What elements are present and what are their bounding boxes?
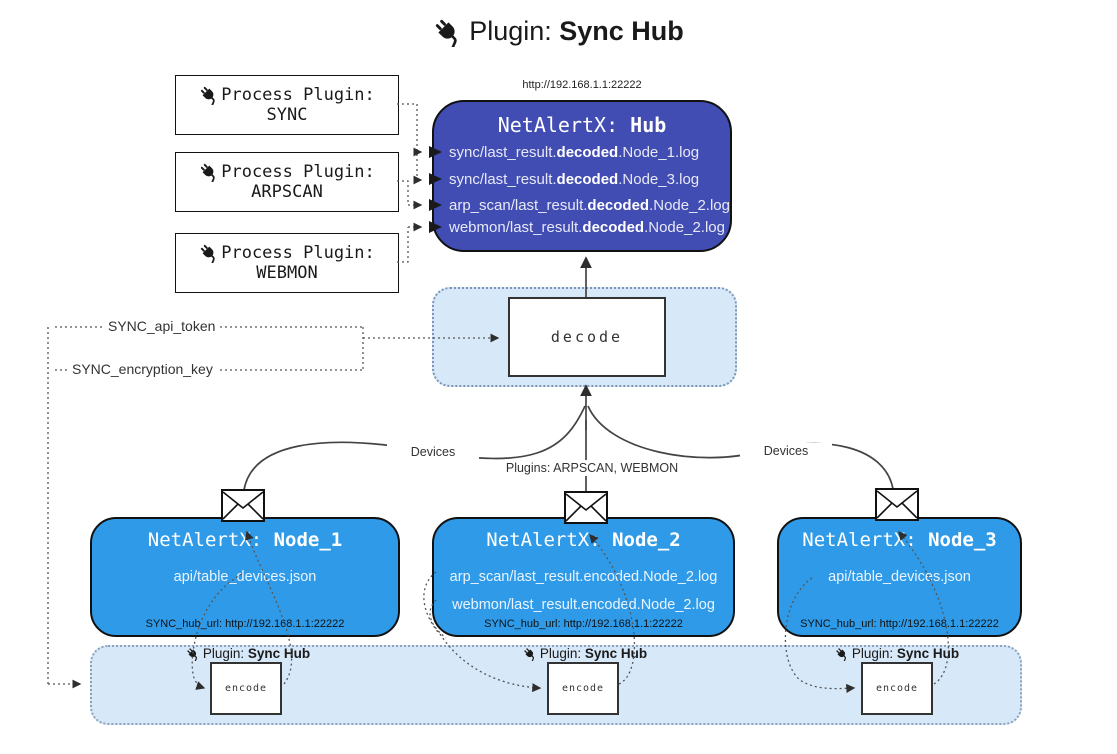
node-box-1: NetAlertX: Node_1 api/table_devices.json… (90, 517, 400, 637)
node-files: api/table_devices.json (92, 563, 398, 591)
node-hub-url: SYNC_hub_url: http://192.168.1.1:22222 (145, 618, 345, 630)
node-box-3: NetAlertX: Node_3 api/table_devices.json… (777, 517, 1022, 637)
process-plugin-name: SYNC (266, 105, 308, 125)
plug-icon (199, 243, 219, 263)
process-plugin-box-sync: Process Plugin: SYNC (175, 75, 399, 135)
node-hub-url: SYNC_hub_url: http://192.168.1.1:22222 (800, 618, 999, 630)
plug-icon (199, 162, 219, 182)
encode-box: encode (861, 662, 933, 715)
node-file: api/table_devices.json (828, 569, 971, 585)
encode-box: encode (547, 662, 619, 715)
mail-icon (221, 489, 265, 522)
process-plugin-box-webmon: Process Plugin: WEBMON (175, 233, 399, 293)
node-hub-url: SYNC_hub_url: http://192.168.1.1:22222 (484, 618, 683, 630)
node-file: webmon/last_result.encoded.Node_2.log (452, 597, 715, 613)
node-title: NetAlertX: Node_2 (486, 529, 681, 551)
hub-title: NetAlertX: Hub (497, 113, 667, 137)
edge-label-devices-left: Devices (387, 444, 479, 460)
plug-icon (835, 647, 849, 661)
page-title: Plugin: Sync Hub (0, 16, 1117, 47)
node-file: api/table_devices.json (173, 569, 317, 585)
sync-api-token-label: SYNC_api_token (103, 318, 221, 334)
hub-log-line: webmon/last_result.decoded.Node_2.log (449, 219, 725, 236)
hub-url: http://192.168.1.1:22222 (522, 79, 642, 91)
encode-section-label-text: Plugin: Sync Hub (202, 646, 311, 661)
plug-icon (199, 85, 219, 105)
plug-icon (433, 17, 463, 47)
mail-icon (875, 488, 919, 521)
encode-box: encode (210, 662, 282, 715)
edge-label-plugins: Plugins: ARPSCAN, WEBMON (496, 460, 688, 476)
node-files: api/table_devices.json (779, 563, 1020, 591)
hub-box: NetAlertX: Hub sync/last_result.decoded.… (432, 100, 732, 252)
process-plugin-name: ARPSCAN (251, 182, 323, 202)
plug-icon (186, 647, 200, 661)
plug-icon (523, 647, 537, 661)
hub-log-line: sync/last_result.decoded.Node_1.log (449, 144, 700, 161)
mail-icon (564, 491, 608, 524)
encode-section-label: Plugin: Sync Hub (515, 646, 655, 661)
node-title: NetAlertX: Node_3 (802, 529, 997, 551)
edge-label-devices-right: Devices (740, 443, 832, 459)
node-box-2: NetAlertX: Node_2 arp_scan/last_result.e… (432, 517, 735, 637)
process-plugin-name: WEBMON (256, 263, 318, 283)
process-plugin-box-arpscan: Process Plugin: ARPSCAN (175, 152, 399, 212)
encode-section-label-text: Plugin: Sync Hub (539, 646, 648, 661)
process-plugin-label: Process Plugin: (221, 243, 375, 263)
process-plugin-label: Process Plugin: (221, 85, 375, 105)
hub-log-line: arp_scan/last_result.decoded.Node_2.log (449, 197, 730, 214)
node-file: arp_scan/last_result.encoded.Node_2.log (449, 569, 718, 585)
decode-box: decode (508, 297, 666, 377)
node-title: NetAlertX: Node_1 (147, 529, 343, 551)
process-plugin-label: Process Plugin: (221, 162, 375, 182)
node-files: arp_scan/last_result.encoded.Node_2.log … (434, 563, 733, 619)
encode-section-label: Plugin: Sync Hub (178, 646, 318, 661)
page-title-text: Plugin: Sync Hub (469, 16, 684, 46)
hub-log-line: sync/last_result.decoded.Node_3.log (449, 171, 700, 188)
encode-section-label: Plugin: Sync Hub (827, 646, 967, 661)
sync-encryption-key-label: SYNC_encryption_key (67, 361, 218, 377)
encode-section-label-text: Plugin: Sync Hub (851, 646, 960, 661)
